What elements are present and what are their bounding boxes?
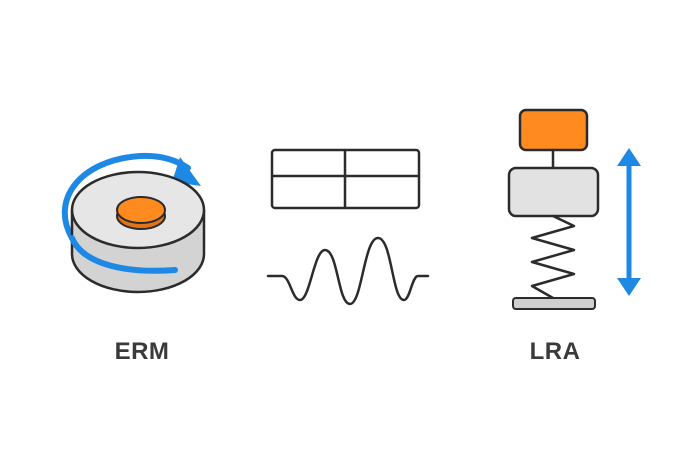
erm-mass-top <box>116 196 166 224</box>
rotation-arrow-front <box>69 235 178 274</box>
lra-spring <box>530 214 576 300</box>
lra-actuator-icon <box>507 108 600 310</box>
double-headed-arrow-icon <box>617 148 641 296</box>
erm-motor-icon <box>61 152 206 294</box>
rotation-arrow-head-icon <box>172 157 201 186</box>
waveform-grid-icon <box>270 148 421 210</box>
vibration-waveform-icon <box>266 236 430 306</box>
lra-moving-mass <box>507 166 600 218</box>
lra-base-plate <box>512 297 596 310</box>
lra-top-mass <box>518 108 589 152</box>
rotation-arrow-back <box>61 152 191 241</box>
erm-label: ERM <box>114 338 170 365</box>
lra-label: LRA <box>529 338 581 365</box>
